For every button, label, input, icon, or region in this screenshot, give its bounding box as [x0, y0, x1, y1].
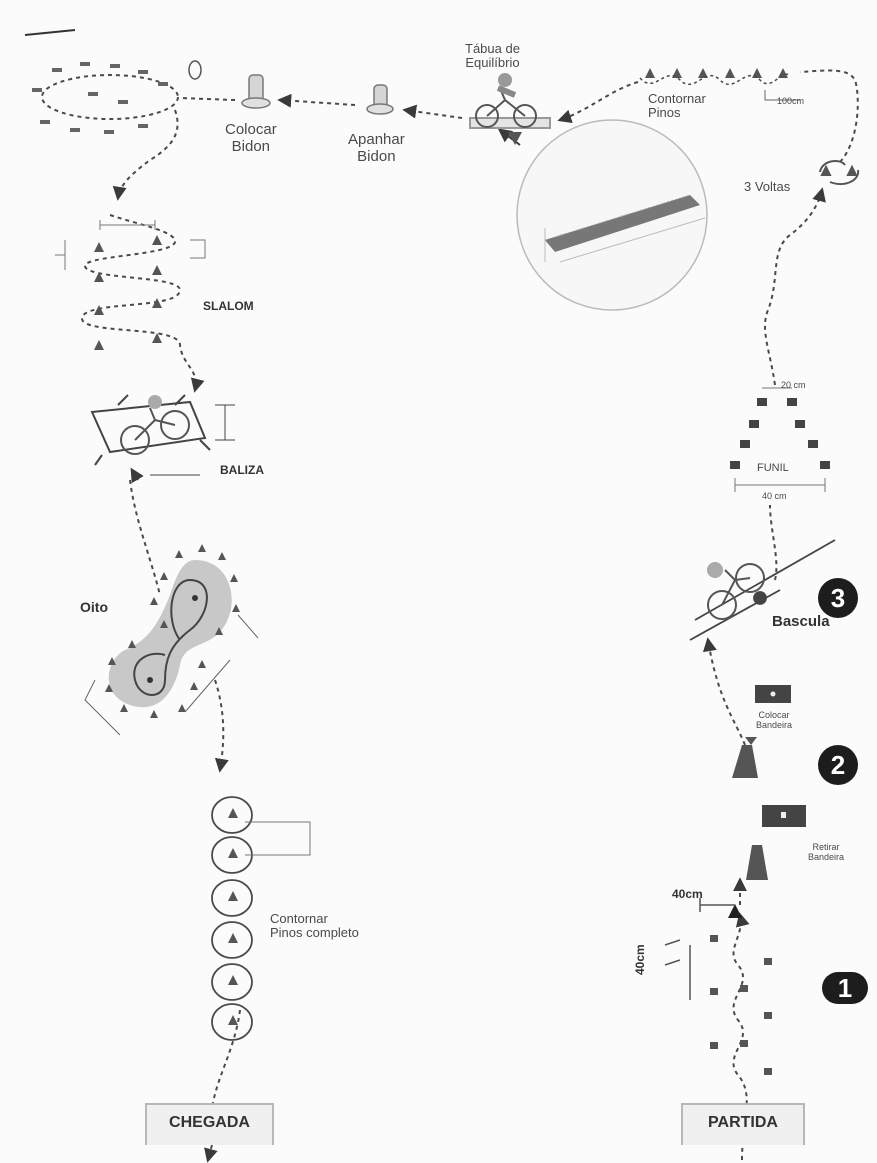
bottle-icon	[241, 74, 271, 109]
retirar-bandeira-label: Retirar Bandeira	[808, 842, 845, 862]
turn-cones	[819, 159, 860, 186]
bascula-label: Bascula	[772, 613, 830, 630]
tabua-label: Tábua de Equilíbrio	[465, 41, 520, 71]
route-to-colocar	[277, 93, 356, 108]
slalom-label: SLALOM	[203, 299, 254, 313]
pin-cones	[228, 808, 238, 1025]
route-pinos-to-chegada	[208, 1009, 241, 1160]
chegada-box: CHEGADA	[145, 1103, 274, 1145]
funil-label: FUNIL	[757, 462, 789, 474]
cyclist-icon	[707, 562, 765, 620]
cyclist-icon	[120, 395, 190, 455]
funil-top-distance: 20 cm	[781, 380, 806, 390]
baliza-label: BALIZA	[220, 463, 264, 477]
detail-pointer-arrow	[497, 128, 521, 146]
funil-dimensions	[734, 387, 826, 492]
route-to-apanhar	[402, 104, 463, 119]
bottle-icon	[366, 84, 394, 115]
route-voltas-to-top	[799, 69, 859, 163]
route-to-circle	[179, 97, 236, 101]
route-oito-out	[214, 679, 229, 773]
roundabout	[41, 74, 179, 120]
baliza-gate	[90, 394, 235, 476]
distance-40cm-horizontal: 40cm	[672, 887, 703, 901]
route-funil-to-voltas	[764, 187, 826, 386]
station-2-badge: 2	[818, 745, 858, 785]
colocar-bandeira-label: Colocar Bandeira	[756, 710, 793, 730]
pin-loops	[211, 796, 253, 1041]
start-cones	[710, 904, 772, 1075]
top-pins	[645, 68, 788, 78]
slalom-dimensions	[55, 220, 206, 270]
arrow-icon	[745, 737, 757, 745]
route-to-bascula	[702, 637, 746, 746]
route-start-weave	[732, 912, 750, 1161]
figure-eight	[108, 560, 232, 708]
distance-40cm-vertical: 40cm	[633, 944, 647, 975]
route-to-funil	[769, 504, 778, 581]
partida-box: PARTIDA	[681, 1103, 805, 1145]
roundabout-cones	[32, 62, 168, 134]
contornar-pinos-label: Contornar Pinos	[648, 91, 706, 121]
route-slalom-weave	[81, 214, 205, 393]
station-1-badge: 1	[822, 972, 868, 1004]
cone-icon	[746, 845, 768, 880]
route-circle-down	[112, 109, 179, 201]
arrow-icon	[508, 132, 522, 145]
plank-detail	[516, 119, 708, 311]
station-3-badge: 3	[818, 578, 858, 618]
tres-voltas-label: 3 Voltas	[744, 179, 791, 194]
flag-icon	[755, 685, 791, 703]
flag-icon	[762, 805, 806, 827]
start-dimensions	[664, 898, 735, 1000]
route-to-tabua	[557, 81, 639, 124]
cyclist-icon	[469, 73, 551, 129]
colocar-bidon-label: Colocar Bidon	[225, 121, 277, 155]
cone-icon	[732, 745, 758, 778]
funnel-cones	[730, 398, 830, 469]
oito-dimensions	[84, 614, 259, 736]
distance-100cm-label: 100cm	[777, 96, 805, 106]
oito-label: Oito	[80, 599, 108, 615]
route-baliza-to-oito	[129, 479, 161, 596]
seesaw	[689, 539, 836, 641]
funil-width-label: 40 cm	[762, 491, 787, 501]
oito-cones	[105, 544, 240, 718]
apanhar-bidon-label: Apanhar Bidon	[348, 131, 405, 165]
contornar-pinos-completo-label: Contornar Pinos completo	[270, 911, 359, 941]
slalom-cones	[94, 235, 162, 350]
